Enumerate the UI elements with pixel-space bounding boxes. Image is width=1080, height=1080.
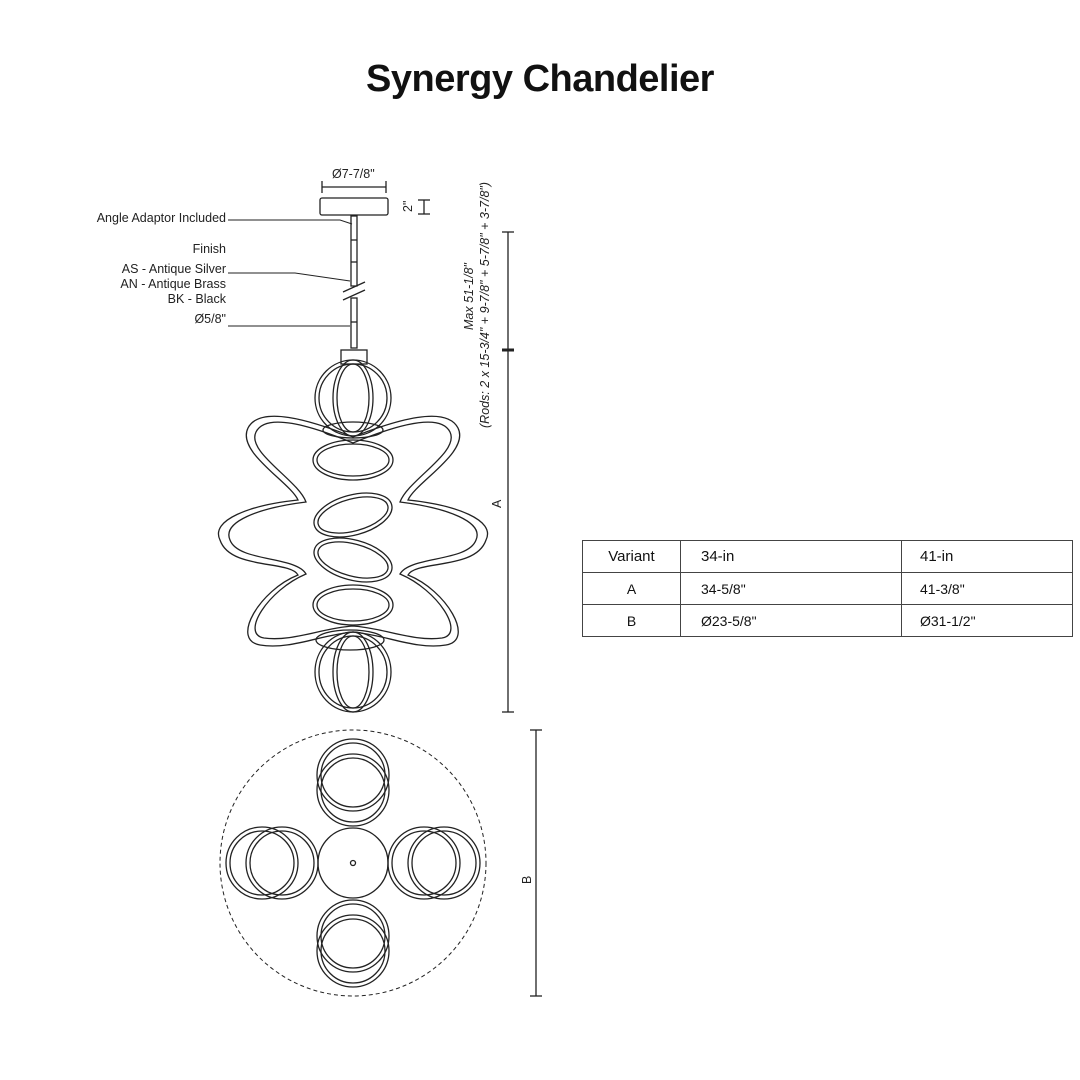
header-41in: 41-in	[901, 540, 1073, 573]
cell-a-34in: 34-5/8"	[680, 572, 902, 605]
canopy-dimension	[321, 181, 430, 215]
header-34in: 34-in	[680, 540, 902, 573]
finish-heading: Finish	[192, 242, 226, 256]
canopy-diameter-label: Ø7-7/8"	[332, 167, 375, 181]
finish-option-bk: BK - Black	[167, 292, 226, 306]
dimension-a	[502, 231, 514, 713]
max-height-label: Max 51-1/8"	[462, 263, 476, 330]
table-header-row: Variant 34-in 41-in	[582, 540, 1073, 573]
plan-view	[219, 729, 487, 997]
finish-option-an: AN - Antique Brass	[120, 277, 226, 291]
finish-option-as: AS - Antique Silver	[121, 262, 226, 276]
page-title: Synergy Chandelier	[366, 58, 714, 100]
row-label-a: A	[582, 572, 681, 605]
table-row: B Ø23-5/8" Ø31-1/2"	[582, 604, 1073, 637]
cell-b-34in: Ø23-5/8"	[680, 604, 902, 637]
top-globe	[314, 359, 392, 437]
header-variant: Variant	[582, 540, 681, 573]
twist-rings	[312, 421, 394, 626]
rods-label: (Rods: 2 x 15-3/4" + 9-7/8" + 5-7/8" + 3…	[478, 181, 492, 428]
dimensions-table: Variant 34-in 41-in A 34-5/8" 41-3/8" B …	[582, 540, 1073, 637]
canopy	[319, 197, 389, 216]
cell-b-41in: Ø31-1/2"	[901, 604, 1073, 637]
row-label-b: B	[582, 604, 681, 637]
callout-leaders	[228, 219, 353, 327]
canopy-height-label: 2"	[401, 200, 415, 212]
table-row: A 34-5/8" 41-3/8"	[582, 572, 1073, 605]
dimension-b	[530, 729, 542, 997]
flower-rings	[217, 415, 489, 647]
dimension-b-label: B	[520, 875, 534, 884]
rod-diameter-label: Ø5/8"	[194, 312, 226, 326]
rod	[342, 215, 366, 349]
bottom-globe	[314, 629, 392, 713]
angle-adaptor-label: Angle Adaptor Included	[96, 211, 226, 225]
cell-a-41in: 41-3/8"	[901, 572, 1073, 605]
dimension-a-label: A	[490, 499, 504, 508]
